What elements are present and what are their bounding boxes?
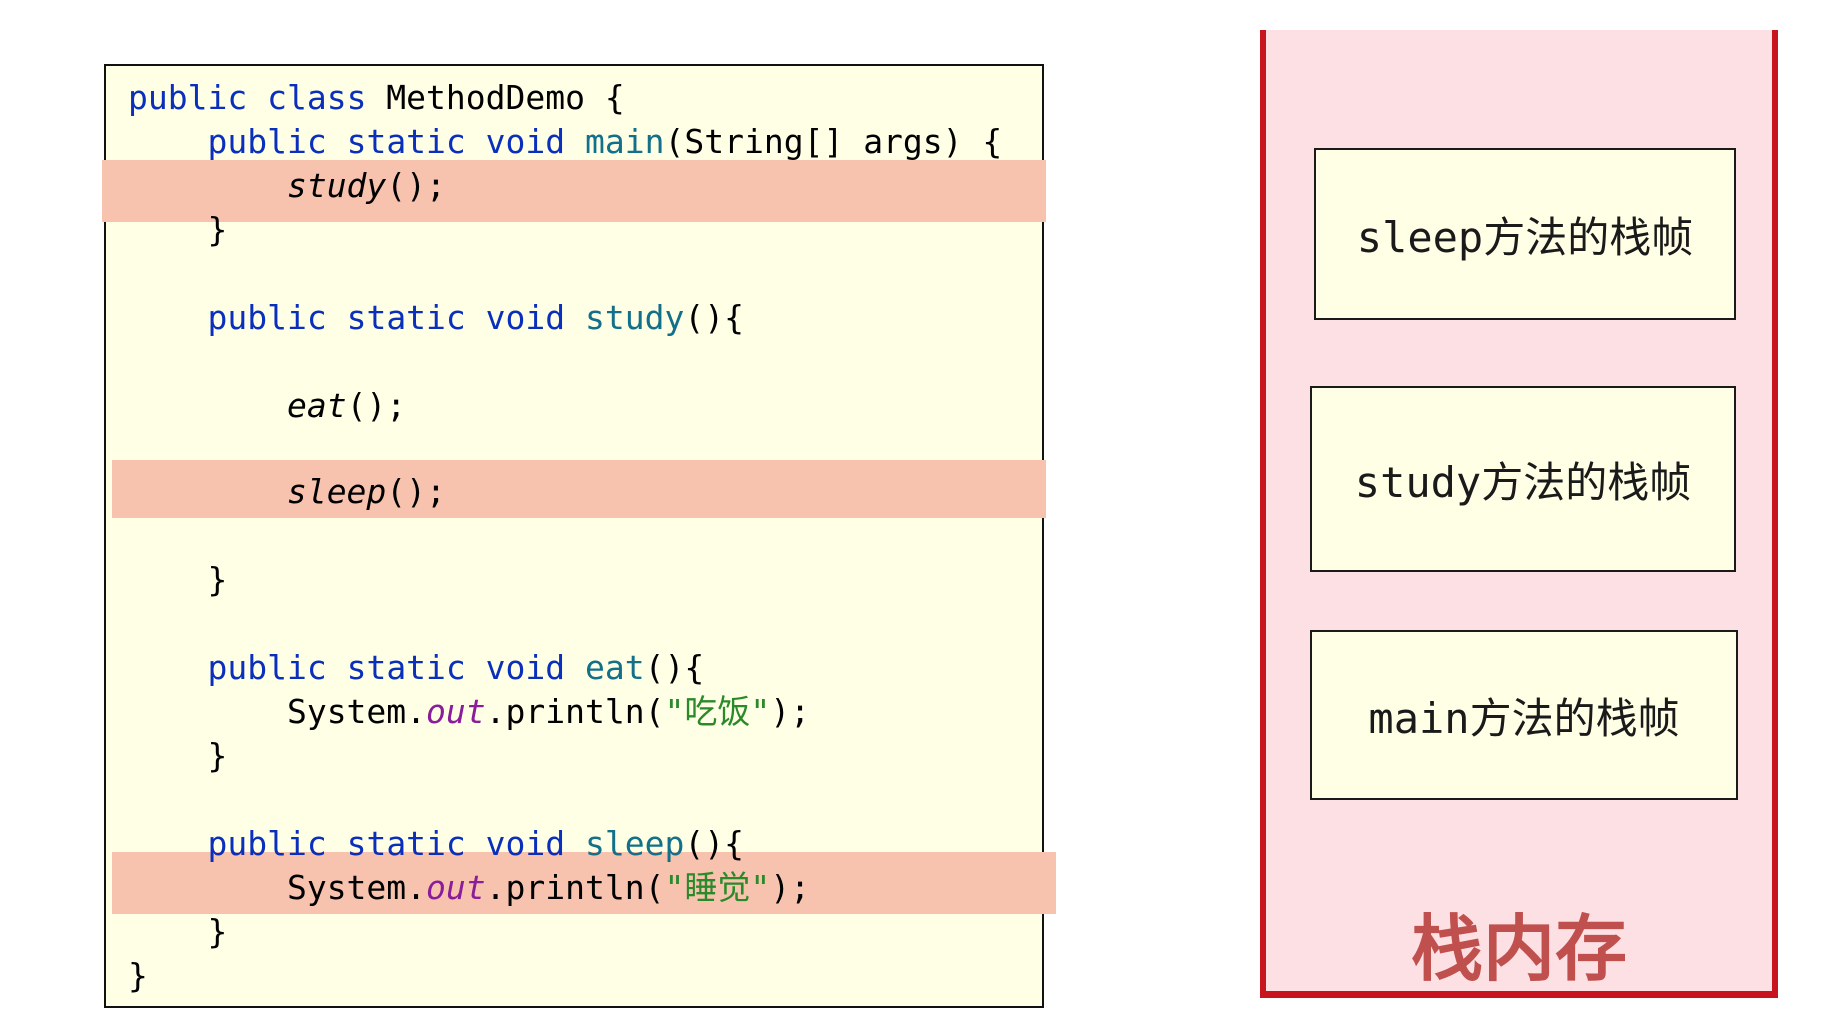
highlight-sleep-call [112, 460, 1046, 518]
code-line-main-decl: public static void main(String[] args) { [207, 122, 1003, 161]
stack-frame-label: main方法的栈帧 [1368, 693, 1680, 743]
stack-memory: sleep方法的栈帧 study方法的栈帧 main方法的栈帧 栈内存 [1260, 30, 1778, 998]
code-line-sleep-println: System.out.println("睡觉"); [286, 868, 810, 907]
code-line-class-decl: public class MethodDemo { [128, 78, 625, 117]
stack-frame-sleep: sleep方法的栈帧 [1314, 148, 1736, 320]
code-line-eat-println: System.out.println("吃饭"); [286, 692, 810, 731]
stack-frame-label: study方法的栈帧 [1354, 457, 1692, 507]
code-line-sleep-decl: public static void sleep(){ [207, 824, 744, 863]
stack-frame-study: study方法的栈帧 [1310, 386, 1736, 572]
highlight-study-call [102, 160, 1046, 222]
code-line-study-call: study(); [286, 166, 446, 205]
code-line-class-close: } [128, 956, 148, 995]
highlight-sleep-println [112, 852, 1056, 914]
stack-title: 栈内存 [1410, 907, 1627, 991]
code-panel: public class MethodDemo { public static … [102, 64, 1056, 1008]
code-line-sleep-call: sleep(); [286, 472, 446, 511]
stack-frame-main: main方法的栈帧 [1310, 630, 1738, 800]
code-line-close-brace: } [207, 736, 228, 775]
code-line-eat-call: eat(); [286, 386, 407, 425]
code-line-close-brace: } [207, 210, 228, 249]
stack-frame-label: sleep方法的栈帧 [1356, 212, 1694, 262]
code-line-eat-decl: public static void eat(){ [207, 648, 705, 687]
code-line-close-brace: } [207, 912, 228, 951]
code-line-study-decl: public static void study(){ [207, 298, 744, 337]
code-line-close-brace: } [207, 560, 228, 599]
